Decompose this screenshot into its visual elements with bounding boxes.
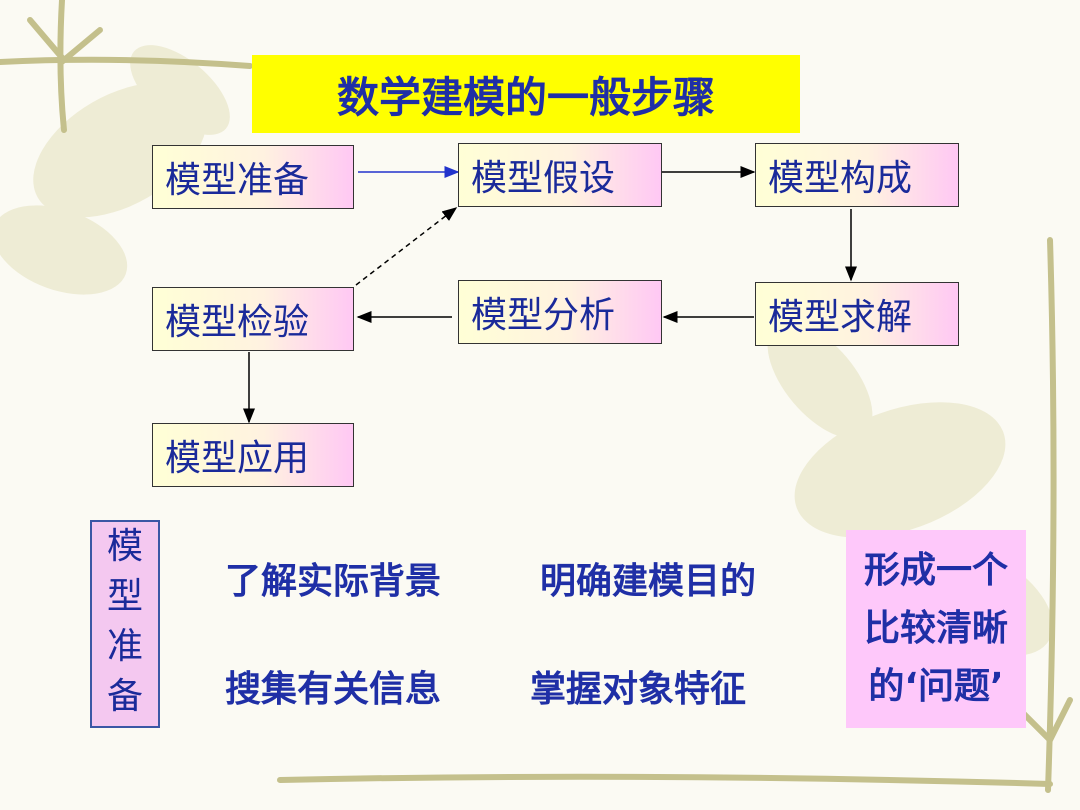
prep-label-char: 模 (106, 526, 143, 567)
prep-item-background: 了解实际背景 (225, 561, 442, 602)
result-line: 比较清晰 (863, 608, 1008, 649)
arrow-verify-to-assume-dashed (355, 207, 458, 286)
prep-label-char: 型 (106, 576, 143, 617)
step-model-analyze: 模型分析 (458, 280, 662, 344)
step-model-prep: 模型准备 (152, 145, 354, 209)
diagram-title: 数学建模的一般步骤 (252, 55, 800, 133)
step-model-build: 模型构成 (755, 143, 959, 207)
prep-vertical-label: 模 型 准 备 (90, 520, 160, 728)
prep-label-char: 备 (106, 676, 143, 717)
step-model-apply: 模型应用 (152, 423, 354, 487)
result-line: 的‘问题’ (868, 666, 1004, 707)
result-line: 形成一个 (863, 550, 1008, 591)
prep-item-purpose: 明确建模目的 (540, 561, 757, 602)
prep-item-features: 掌握对象特征 (530, 669, 747, 710)
prep-item-info: 搜集有关信息 (225, 669, 442, 710)
step-model-solve: 模型求解 (755, 282, 959, 346)
prep-result-box: 形成一个 比较清晰 的‘问题’ (846, 530, 1026, 728)
step-model-assume: 模型假设 (458, 143, 662, 207)
prep-label-char: 准 (106, 626, 143, 667)
step-model-verify: 模型检验 (152, 287, 354, 351)
